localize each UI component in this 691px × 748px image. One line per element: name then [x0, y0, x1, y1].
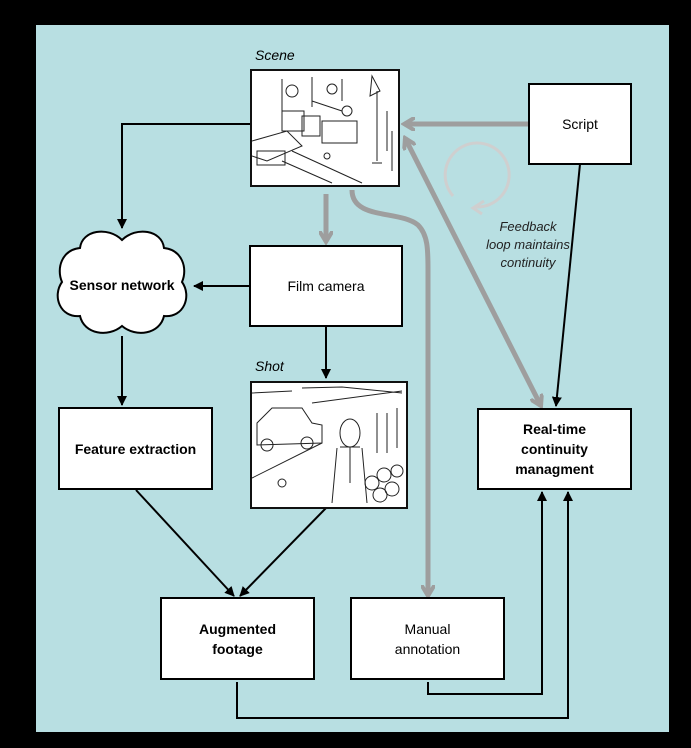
shot-image [250, 381, 408, 509]
realtime-continuity-box[interactable]: Real-time continuity managment [477, 408, 632, 490]
augmented-footage-box[interactable]: Augmented footage [160, 597, 315, 680]
manual-label-line2: annotation [394, 640, 461, 657]
edge-augmented-realtime [236, 491, 573, 719]
edge-realtime-scene [405, 138, 541, 406]
scene-image [250, 69, 400, 187]
realtime-label-line3: managment [515, 461, 594, 477]
edge-shot-augmented [239, 507, 327, 597]
realtime-label-line1: Real-time [522, 421, 587, 437]
script-label: Script [562, 116, 598, 132]
feedback-line1: Feedback [499, 219, 557, 234]
street-shot-sketch-icon [252, 386, 404, 504]
feedback-loop-icon [443, 141, 511, 209]
edge-scene-sensor [117, 123, 250, 229]
augmented-label-line2: footage [212, 640, 263, 657]
film-camera-label: Film camera [287, 278, 365, 294]
edge-manual-realtime [427, 491, 547, 695]
shot-caption: Shot [255, 358, 284, 374]
edge-feature-augmented [135, 489, 235, 597]
manual-annotation-box[interactable]: Manual annotation [350, 597, 505, 680]
script-box[interactable]: Script [528, 83, 632, 165]
manual-label-line1: Manual [404, 620, 451, 637]
sensor-network-cloud [56, 230, 188, 334]
augmented-label-line1: Augmented [199, 620, 276, 637]
feature-extraction-label: Feature extraction [74, 440, 197, 457]
film-camera-box[interactable]: Film camera [249, 245, 403, 327]
feedback-note: Feedback loop maintains continuity [470, 218, 586, 272]
film-set-sketch-icon [252, 74, 393, 184]
sensor-network-label: Sensor network [69, 277, 175, 293]
feedback-line2: loop maintains [486, 237, 570, 252]
scene-caption: Scene [255, 47, 295, 63]
realtime-label-line2: continuity [521, 441, 588, 457]
edge-script-realtime [551, 163, 581, 407]
feature-extraction-box[interactable]: Feature extraction [58, 407, 213, 490]
feedback-line3: continuity [500, 255, 556, 270]
